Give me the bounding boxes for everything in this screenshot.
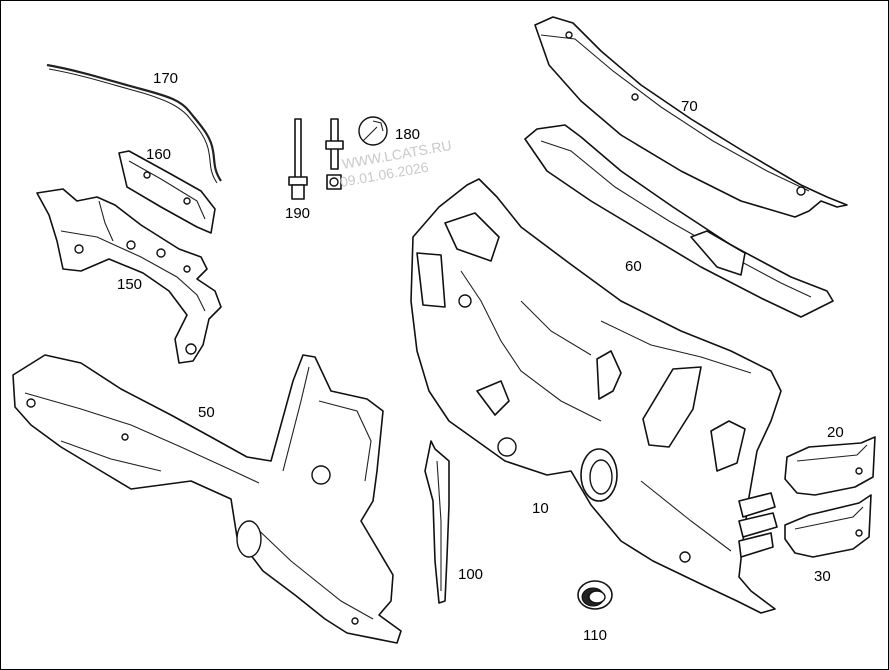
callout-20[interactable]: 20 [827, 424, 844, 441]
part-30-bracket[interactable] [784, 494, 872, 558]
part-60-cowl-lower[interactable] [524, 124, 834, 318]
callout-170[interactable]: 170 [153, 70, 178, 87]
part-70-cowl-upper[interactable] [534, 16, 848, 218]
part-190-bolt[interactable] [288, 118, 308, 200]
part-10-ribs [738, 492, 778, 558]
callout-180[interactable]: 180 [395, 126, 420, 143]
callout-30[interactable]: 30 [814, 568, 831, 585]
watermark: WWW.LCATS.RU 09.01.06.2026 [339, 137, 453, 190]
part-150-support[interactable] [36, 188, 222, 364]
part-160-bracket[interactable] [118, 150, 216, 234]
part-170-cable[interactable] [46, 63, 222, 184]
callout-190[interactable]: 190 [285, 205, 310, 222]
part-10-bulkhead[interactable] [410, 178, 782, 614]
part-110-grommet[interactable] [577, 580, 613, 610]
wrench-icon [358, 116, 388, 146]
part-100-strip[interactable] [424, 440, 450, 604]
callout-50[interactable]: 50 [198, 404, 215, 421]
part-180-stud[interactable] [325, 118, 344, 190]
callout-160[interactable]: 160 [146, 146, 171, 163]
callout-150[interactable]: 150 [117, 276, 142, 293]
callout-70[interactable]: 70 [681, 98, 698, 115]
callout-100[interactable]: 100 [458, 566, 483, 583]
callout-60[interactable]: 60 [625, 258, 642, 275]
part-20-bracket[interactable] [784, 436, 876, 496]
callout-10[interactable]: 10 [532, 500, 549, 517]
part-50-side-member[interactable] [12, 354, 402, 644]
callout-110[interactable]: 110 [583, 627, 607, 644]
